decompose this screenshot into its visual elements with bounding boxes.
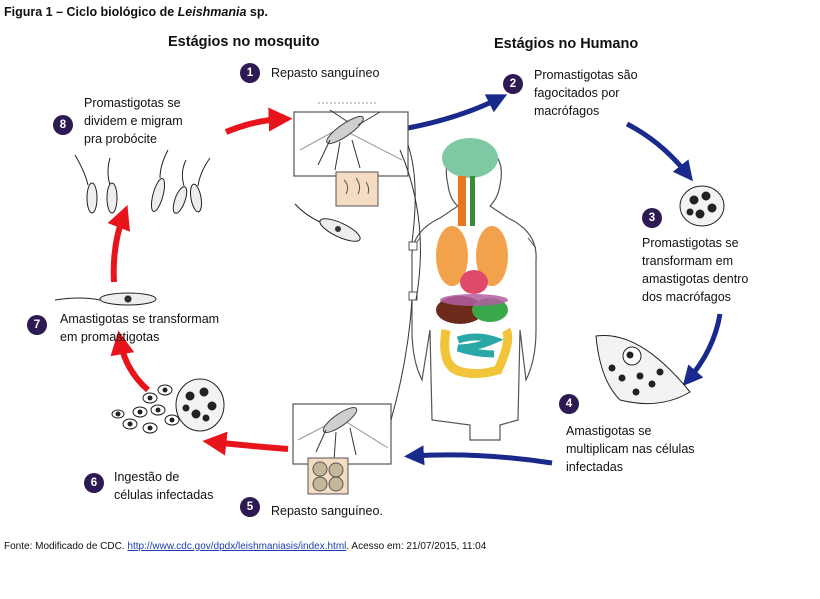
source-link[interactable]: http://www.cdc.gov/dpdx/leishmaniasis/in… [127, 541, 347, 552]
step-5-line: Repasto sanguíneo. [271, 504, 383, 518]
step-3-line: dos macrófagos [642, 290, 731, 304]
step-6-text: Ingestão de células infectadas [114, 468, 213, 504]
step-3-line: Promastigotas se [642, 236, 739, 250]
step-1-text: Repasto sanguíneo [271, 64, 379, 82]
arrow-8-to-1 [224, 107, 293, 135]
step-4-line: infectadas [566, 460, 623, 474]
step-8-line: Promastigotas se [84, 96, 181, 110]
source-prefix: Fonte: Modificado de CDC. [4, 541, 128, 552]
infected-cells-ingested [111, 378, 225, 434]
step-3-badge: 3 [642, 208, 662, 228]
step-1-line: Repasto sanguíneo [271, 66, 380, 80]
step-2-line: macrófagos [534, 104, 600, 118]
step-8-line: dividem e migram [84, 114, 183, 128]
figure-title: Figura 1 – Ciclo biológico de Leishmania… [4, 5, 268, 19]
cell-multiplying-amastigotes [595, 334, 691, 405]
step-6-line: Ingestão de [114, 470, 180, 484]
macrophage-amastigotes [679, 185, 725, 227]
step-7-line: em promastigotas [60, 330, 160, 344]
step-6-badge: 6 [84, 473, 104, 493]
step-3-line: amastigotas dentro [642, 272, 749, 286]
step-8-line: pra probócite [84, 132, 157, 146]
arrow-7-to-8 [107, 205, 130, 283]
figure-source: Fonte: Modificado de CDC. http://www.cdc… [4, 541, 486, 552]
step-8-badge: 8 [53, 115, 73, 135]
mosquito-feeding-panel-bottom [292, 403, 392, 495]
step-8-text: Promastigotas se dividem e migram pra pr… [84, 94, 183, 148]
step-5-badge: 5 [240, 497, 260, 517]
heading-mosquito-stages: Estágios no mosquito [168, 34, 320, 50]
figure-title-genus: Leishmania [177, 5, 247, 19]
arrow-5-to-6 [202, 431, 289, 456]
step-5-text: Repasto sanguíneo. [271, 502, 383, 520]
step-6-line: células infectadas [114, 488, 214, 502]
step-7-badge: 7 [27, 315, 47, 335]
step-4-text: Amastigotas se multiplicam nas células i… [566, 422, 695, 476]
step-3-text: Promastigotas se transformam em amastigo… [642, 234, 748, 306]
step-7-line: Amastigotas se transformam [60, 312, 220, 326]
step-1-badge: 1 [240, 63, 260, 83]
step-2-line: Promastigotas são [534, 68, 638, 82]
figure-title-suffix: sp. [246, 5, 268, 19]
human-body [408, 138, 537, 441]
step-7-text: Amastigotas se transformam em promastigo… [60, 310, 219, 346]
arrow-2-to-3 [625, 121, 693, 182]
promastigote-injected [294, 203, 361, 242]
step-4-line: multiplicam nas células [566, 442, 695, 456]
step-4-badge: 4 [559, 394, 579, 414]
figure-title-prefix: Figura 1 – Ciclo biológico de [4, 5, 178, 19]
amastigote-transforming [54, 292, 157, 306]
step-3-line: transformam em [642, 254, 733, 268]
heading-human-stages: Estágios no Humano [494, 36, 639, 52]
arrow-4-to-5 [404, 445, 553, 466]
mosquito-feeding-panel-top [293, 102, 409, 207]
step-2-text: Promastigotas são fagocitados por macróf… [534, 66, 638, 120]
arrow-3-to-4 [682, 313, 723, 387]
step-4-line: Amastigotas se [566, 424, 652, 438]
arrow-6-to-7 [110, 330, 151, 393]
step-2-line: fagocitados por [534, 86, 620, 100]
promastigotes-dividing [74, 149, 211, 214]
source-suffix: . Acesso em: 21/07/2015, 11:04 [346, 541, 487, 552]
arrow-1-to-2 [407, 94, 508, 131]
step-2-badge: 2 [503, 74, 523, 94]
